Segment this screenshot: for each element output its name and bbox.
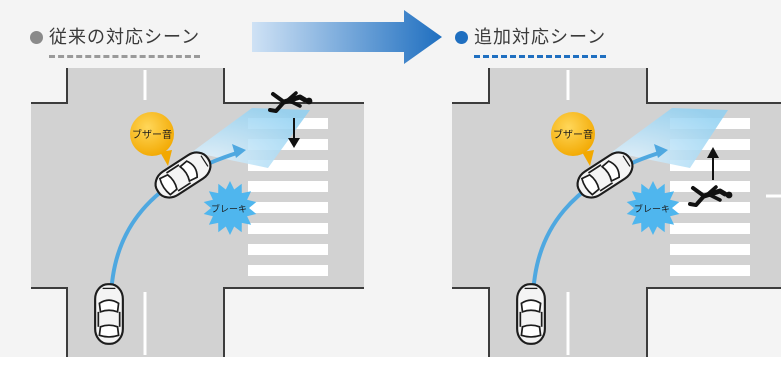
right-brake-starburst-icon — [626, 181, 680, 235]
left-brake-burst: ブレーキ — [203, 181, 257, 235]
big-right-arrow-icon — [252, 10, 442, 64]
left-curb-se — [223, 287, 364, 357]
right-panel-title-text: 追加対応シーン — [474, 26, 607, 48]
left-path-arrowhead — [232, 144, 246, 158]
left-curb-sw — [31, 287, 68, 357]
left-car-start — [93, 282, 125, 346]
right-brake-label: ブレーキ — [634, 203, 670, 215]
right-intersection: ブザー音 ブレーキ — [452, 68, 781, 357]
right-buzzer-bubble: ブザー音 — [551, 112, 595, 166]
left-panel-title-text: 従来の対応シーン — [49, 26, 201, 48]
left-panel-title: 従来の対応シーン — [49, 23, 201, 58]
right-panel-header: 追加対応シーン — [455, 22, 607, 58]
right-ped-arrow-up-icon — [707, 147, 719, 158]
gray-dot-icon — [30, 30, 43, 44]
right-buzzer-label: ブザー音 — [553, 128, 593, 141]
left-brake-starburst-icon — [203, 181, 257, 235]
right-path-arrowhead — [654, 144, 668, 158]
right-curb-ne — [646, 68, 781, 104]
left-intersection: ブザー音 ブレーキ — [31, 68, 364, 357]
right-car-start — [515, 282, 547, 346]
right-curb-nw — [452, 68, 490, 104]
right-brake-burst: ブレーキ — [626, 181, 680, 235]
left-sensor-beam — [192, 108, 310, 168]
bottom-margin — [0, 357, 781, 370]
right-title-underline — [474, 54, 607, 58]
right-panel-title: 追加対応シーン — [474, 23, 607, 58]
right-curb-sw — [452, 287, 490, 357]
left-brake-label: ブレーキ — [211, 203, 247, 215]
left-panel-header: 従来の対応シーン — [30, 22, 201, 58]
left-curb-ne — [223, 68, 364, 104]
left-title-underline — [49, 54, 201, 58]
left-curb-nw — [31, 68, 68, 104]
transition-arrow — [252, 10, 442, 64]
right-curb-se — [646, 287, 781, 357]
left-ped-arrow-down-icon — [288, 138, 300, 148]
left-buzzer-label: ブザー音 — [132, 128, 172, 141]
blue-dot-icon — [455, 30, 468, 44]
right-sensor-beam — [612, 108, 728, 168]
left-buzzer-bubble: ブザー音 — [130, 112, 174, 166]
